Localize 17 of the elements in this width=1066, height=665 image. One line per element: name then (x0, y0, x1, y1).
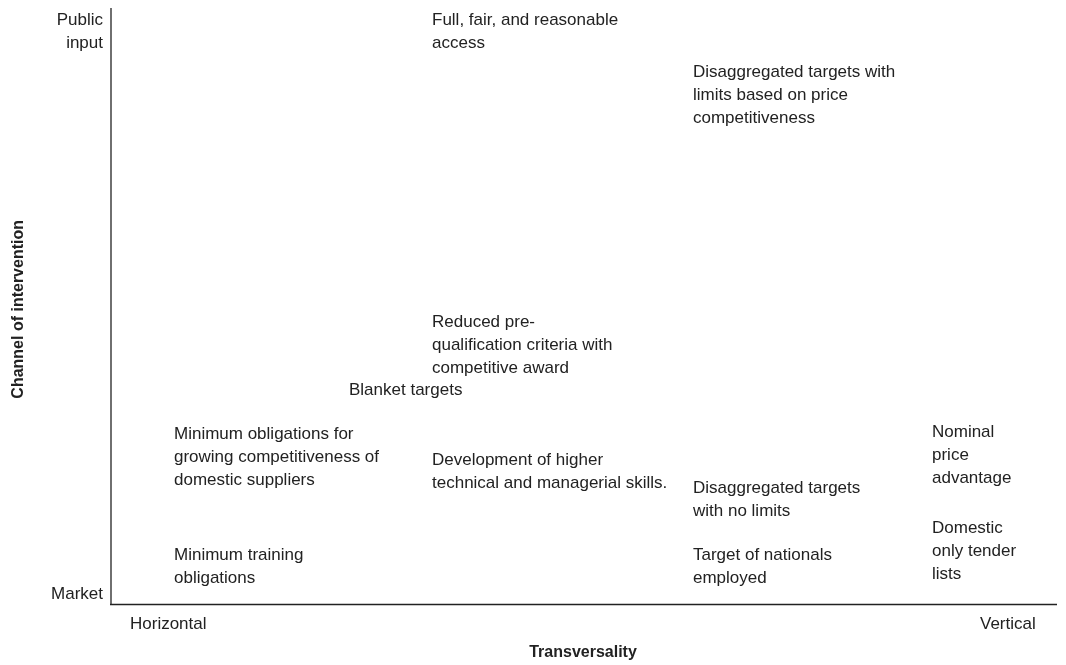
strategy-label: Full, fair, and reasonable access (432, 9, 620, 54)
strategy-label: Disaggregated targets with limits based on price competitiveness (693, 61, 897, 129)
strategy-label: Development of higher technical and managerial skills. (432, 449, 669, 494)
strategy-label: Nominal price advantage (932, 421, 1013, 489)
axis-label: Public input (55, 9, 103, 54)
strategy-label: Minimum obligations for growing competitiveness of domestic suppliers (174, 423, 381, 491)
strategy-label: Blanket targets (349, 379, 464, 401)
axis-title: Transversality (528, 642, 638, 662)
strategy-label: Minimum training obligations (174, 544, 305, 589)
axis-label: Market (50, 583, 103, 605)
strategy-label: Target of nationals employed (693, 544, 833, 589)
axis-title: Channel of intervention (8, 220, 27, 399)
strategy-label: Reduced pre-qualification criteria with competitive award (432, 311, 614, 379)
strategy-label: Disaggregated targets with no limits (693, 477, 862, 522)
axis-label: Horizontal (130, 613, 208, 635)
axis-label: Vertical (980, 613, 1037, 635)
strategy-label: Domestic only tender lists (932, 517, 1018, 585)
